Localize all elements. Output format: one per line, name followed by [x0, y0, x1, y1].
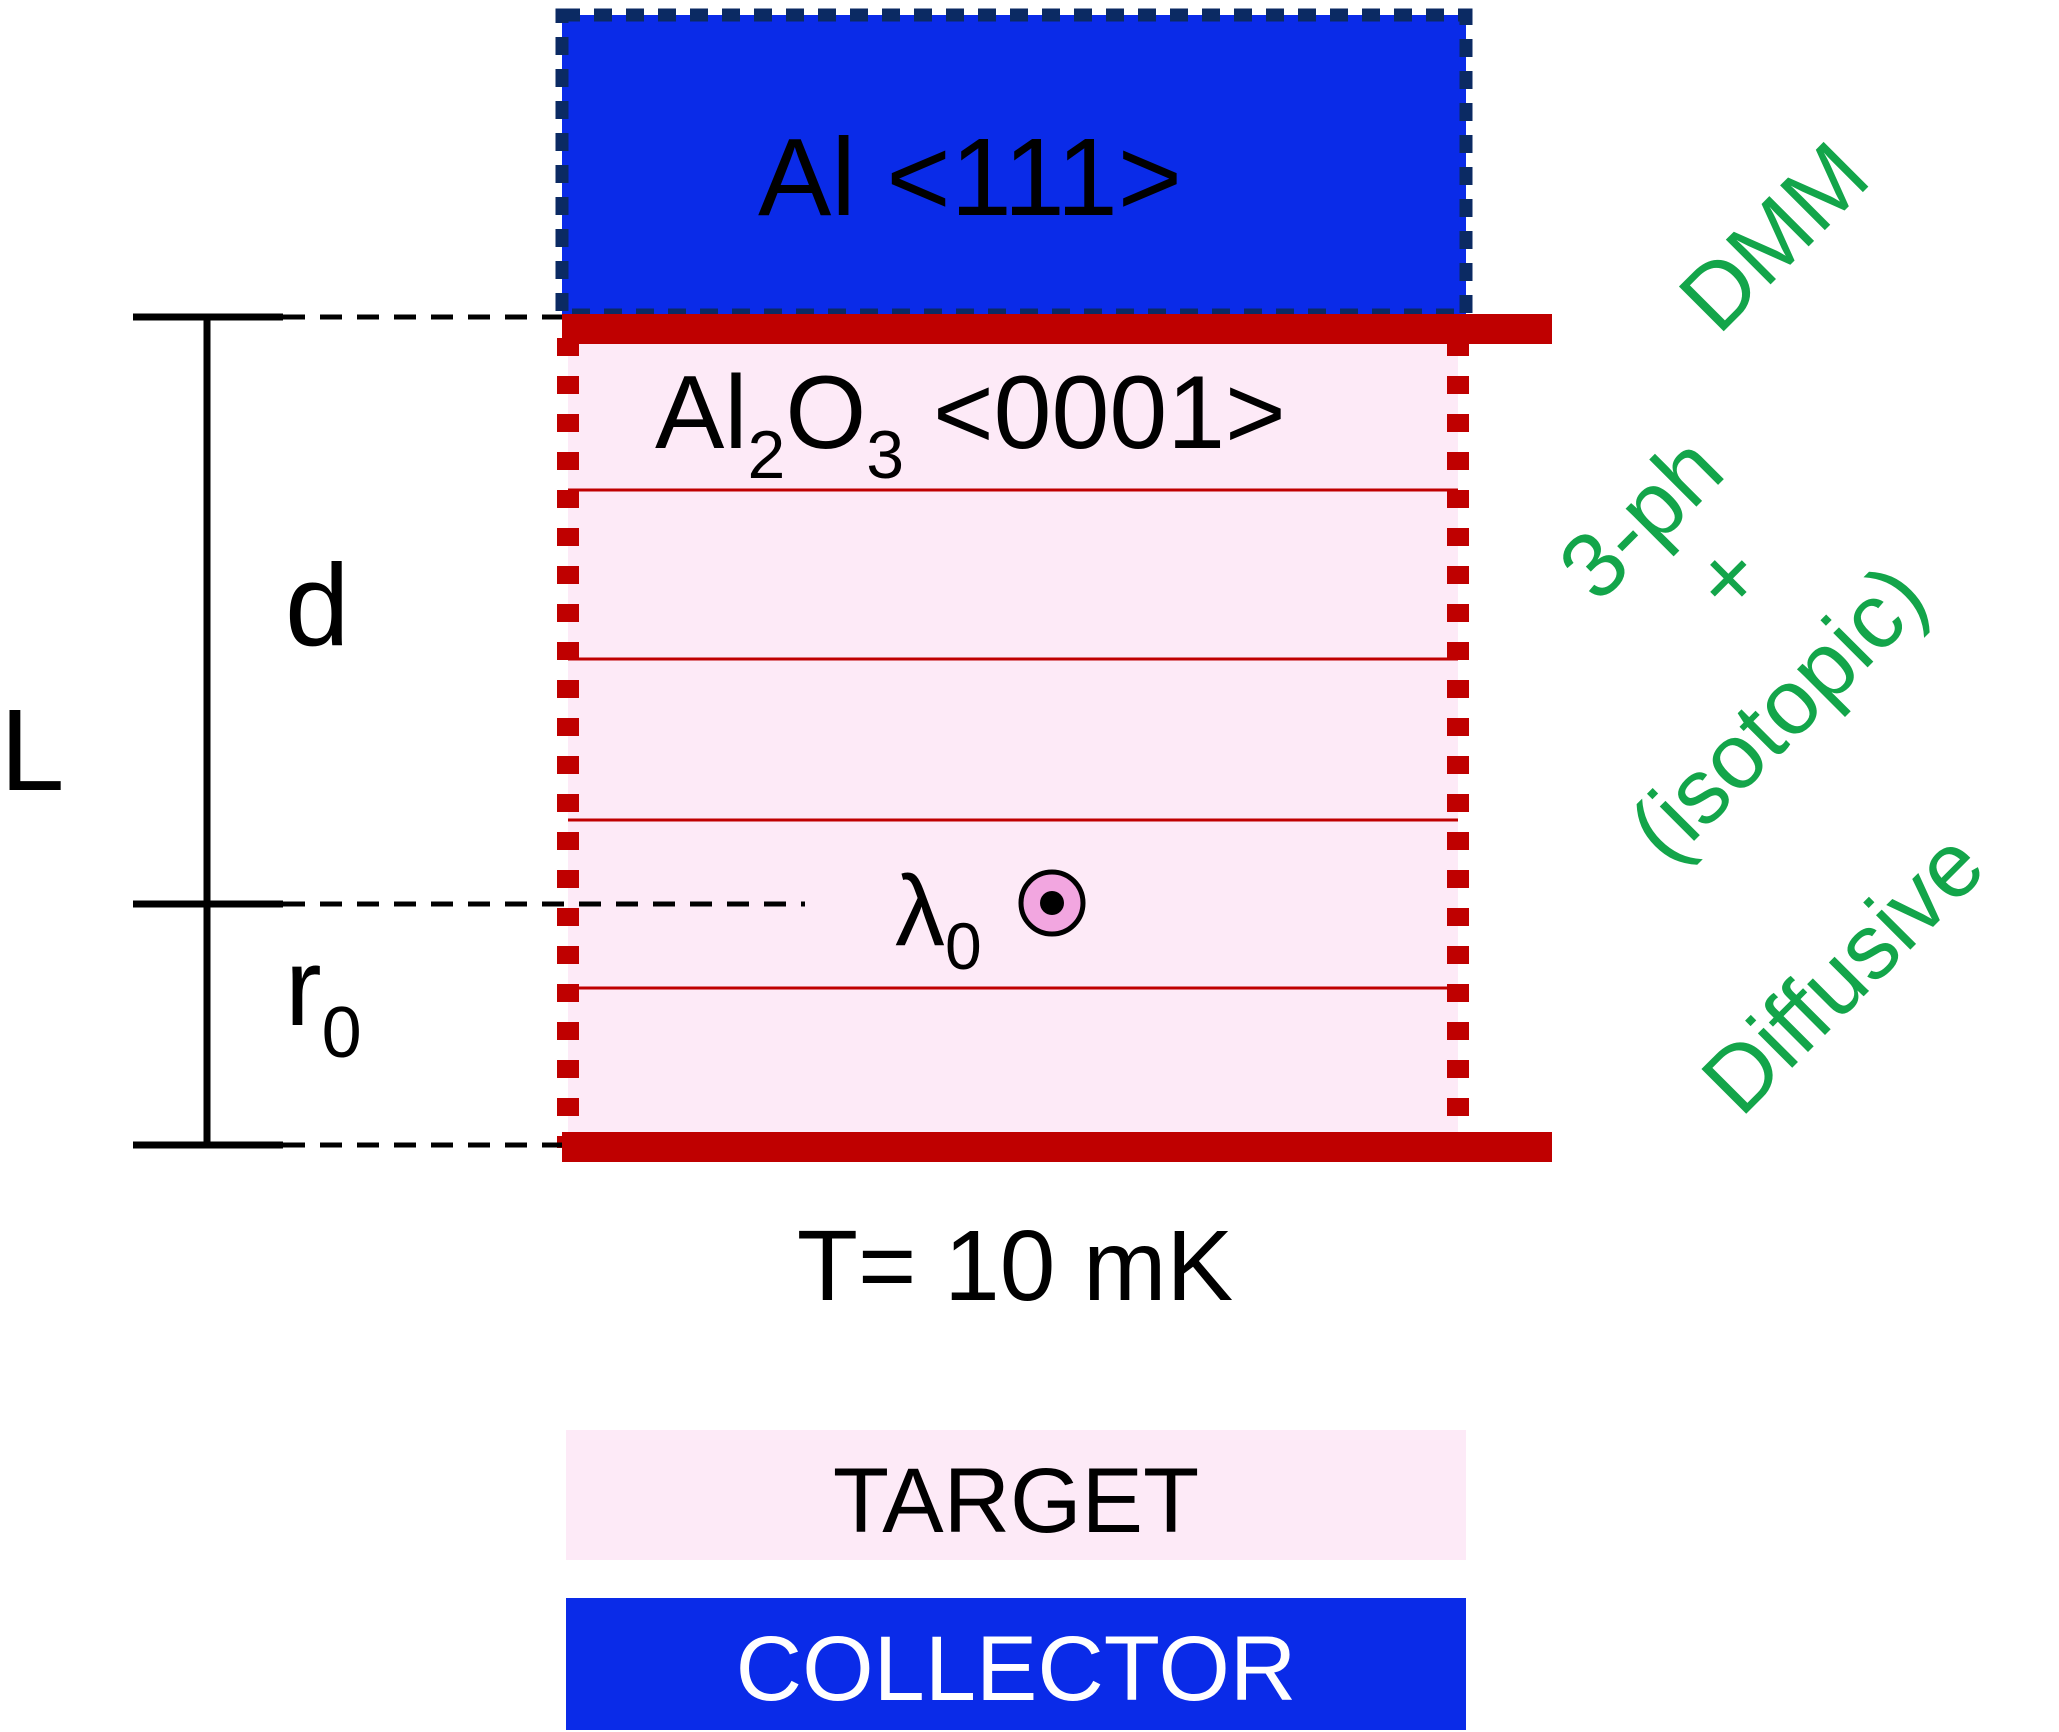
top-interface	[562, 314, 1552, 344]
legend-collector-label: COLLECTOR	[736, 1618, 1297, 1720]
dimension-markers: L d r0	[0, 313, 805, 1149]
bc-top-label: DMM	[1660, 123, 1887, 350]
bottom-interface	[562, 1132, 1552, 1162]
target-label-sub2: 3	[866, 417, 904, 493]
distance-label-d: d	[285, 540, 350, 670]
depth-subscript: 0	[322, 993, 362, 1073]
collector-border	[555, 8, 1473, 322]
source-label: λ0	[895, 855, 982, 983]
target-fill	[568, 335, 1458, 1150]
collector-block: Al <111>	[555, 8, 1473, 322]
depth-label-r0: r0	[285, 926, 362, 1073]
collector-fill	[562, 15, 1466, 315]
target-block: Al2O3 <0001> λ0	[557, 335, 1469, 1150]
collector-layer-label: Al <111>	[758, 116, 1182, 239]
dot-in-circle-icon	[1018, 869, 1086, 937]
thickness-label-L: L	[0, 685, 65, 815]
target-layer-label: Al2O3 <0001>	[655, 355, 1286, 493]
target-label-prefix: Al	[655, 355, 747, 471]
source-symbol: λ	[895, 855, 945, 967]
bc-bottom-label: Diffusive	[1683, 813, 2003, 1133]
legend-collector-swatch	[566, 1598, 1466, 1730]
legend-target-swatch	[566, 1430, 1466, 1560]
target-label-sub1: 2	[747, 417, 785, 493]
depth-symbol: r	[285, 926, 322, 1049]
source-subscript: 0	[945, 909, 982, 983]
legend-target-label: TARGET	[833, 1450, 1199, 1552]
boundary-annotations: DMM 3-ph + (isotopic) Diffusive	[1540, 123, 2003, 1133]
temperature-label: T= 10 mK	[797, 1210, 1233, 1322]
target-label-mid: O	[785, 355, 866, 471]
target-label-suffix: <0001>	[904, 355, 1286, 471]
legend: TARGET COLLECTOR	[566, 1430, 1466, 1730]
